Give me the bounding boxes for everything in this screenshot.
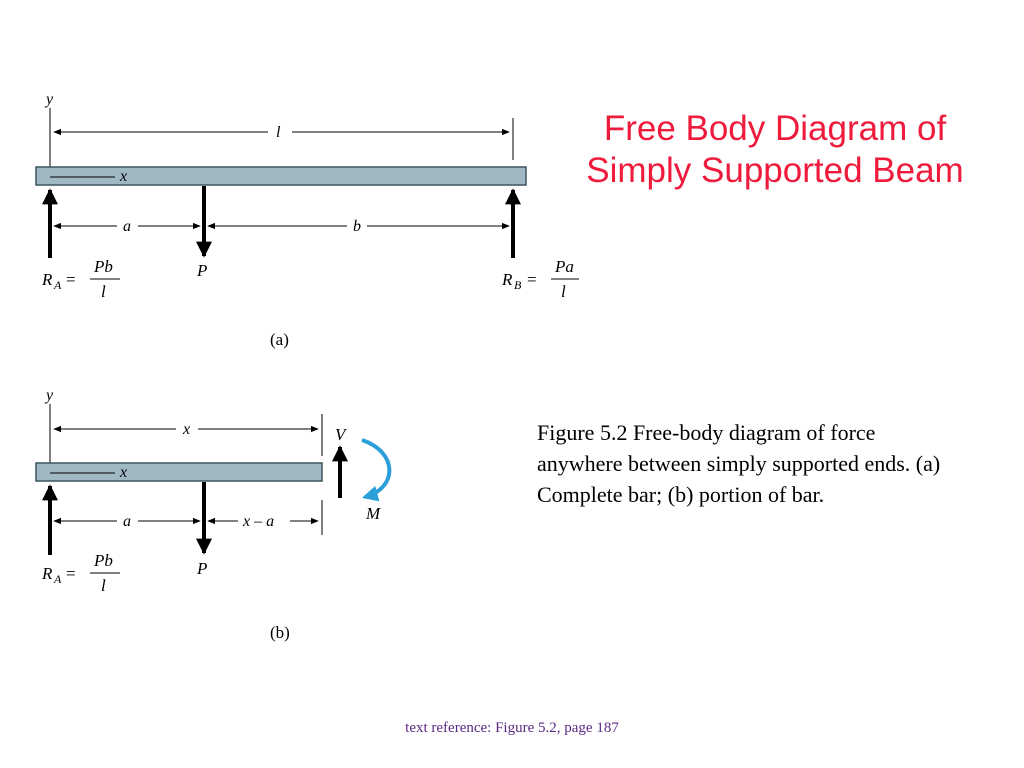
dim-a-label: a xyxy=(123,218,131,235)
diagram-a-label: (a) xyxy=(270,330,289,349)
title-line-1: Free Body Diagram of xyxy=(603,109,947,148)
y-axis-label: y xyxy=(44,91,54,108)
shear-label: V xyxy=(335,425,348,444)
ra-symbol: R xyxy=(41,270,53,289)
moment-label: M xyxy=(365,504,381,523)
beam-portion xyxy=(35,462,323,482)
beam xyxy=(35,166,527,186)
x-axis-label: x xyxy=(119,168,127,185)
ra-denominator: l xyxy=(101,282,106,301)
dim-b-label: b xyxy=(353,218,361,235)
rb-symbol: R xyxy=(501,270,513,289)
ra-subscript: A xyxy=(53,572,62,586)
ra-numerator: Pb xyxy=(93,257,113,276)
dim-a-label: a xyxy=(123,513,131,530)
load-label: P xyxy=(196,559,207,578)
ra-equals: = xyxy=(66,564,76,583)
x-axis-label: x xyxy=(119,464,127,481)
ra-denominator: l xyxy=(101,576,106,595)
diagram-b-label: (b) xyxy=(270,623,290,642)
rb-numerator: Pa xyxy=(554,257,574,276)
rb-equals: = xyxy=(527,270,537,289)
length-label: x xyxy=(182,421,190,438)
moment-m-arrow xyxy=(361,438,392,502)
ra-equals: = xyxy=(66,270,76,289)
text-reference: text reference: Figure 5.2, page 187 xyxy=(405,720,619,736)
ra-symbol: R xyxy=(41,564,53,583)
diagram-b: y x x P V M a x – a R A = xyxy=(35,387,392,642)
ra-numerator: Pb xyxy=(93,551,113,570)
slide-title: Free Body Diagram of Simply Supported Be… xyxy=(545,108,1005,192)
diagram-a: y l x P a b R A = Pb l xyxy=(35,91,579,349)
title-line-2: Simply Supported Beam xyxy=(586,151,964,190)
y-axis-label: y xyxy=(44,387,54,404)
figure-caption: Figure 5.2 Free-body diagram of force an… xyxy=(537,420,941,507)
reaction-a-formula: R A = Pb l xyxy=(41,551,120,595)
length-label: l xyxy=(276,124,281,141)
reaction-b-formula: R B = Pa l xyxy=(501,257,579,301)
ra-subscript: A xyxy=(53,278,62,292)
rb-subscript: B xyxy=(514,278,522,292)
reaction-a-formula: R A = Pb l xyxy=(41,257,120,301)
rb-denominator: l xyxy=(561,282,566,301)
load-label: P xyxy=(196,261,207,280)
dim-xa-label: x – a xyxy=(242,513,274,530)
